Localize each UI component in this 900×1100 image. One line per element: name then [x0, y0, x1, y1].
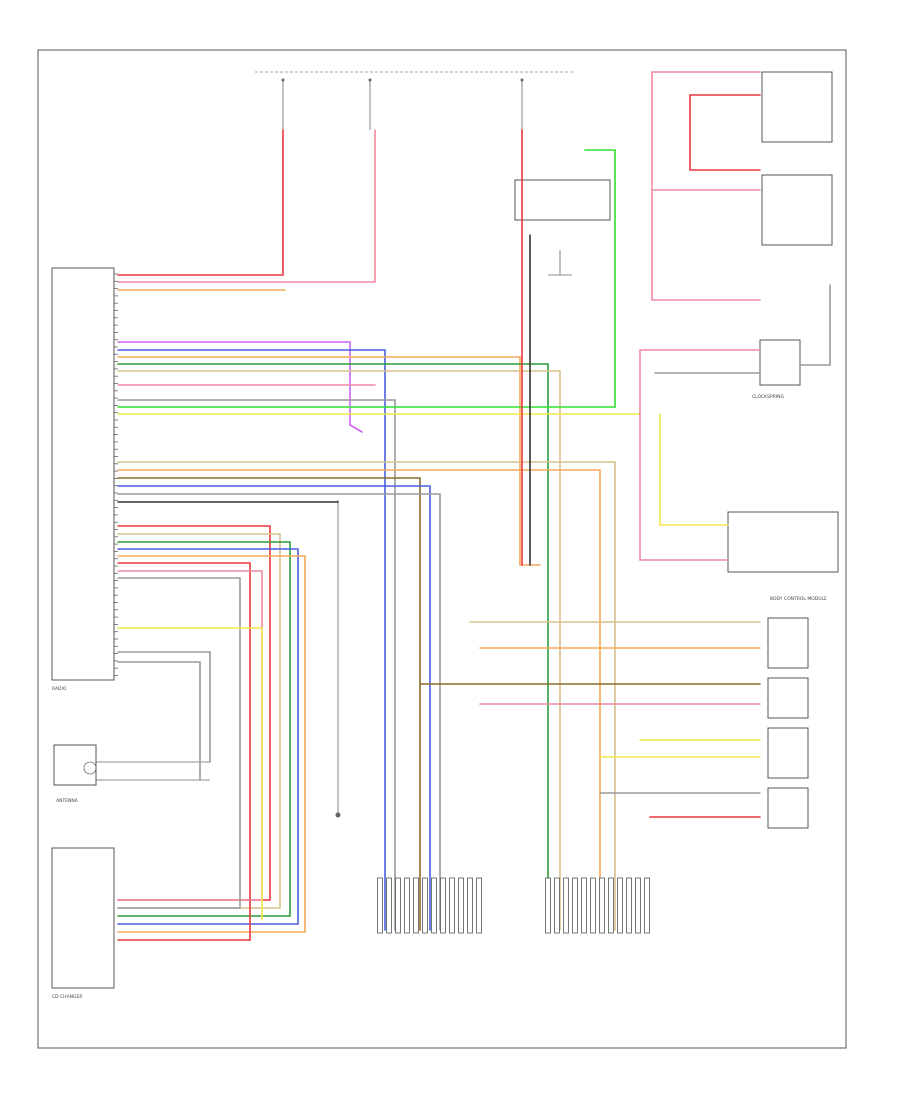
connector-pin: [581, 877, 587, 934]
connector-pin: [644, 877, 650, 934]
wire-battery-feed: [117, 129, 284, 276]
wire-lamp-control: [117, 149, 616, 408]
speaker-connector-right: [545, 877, 650, 934]
speaker-connector-left: [377, 877, 482, 934]
connector-pin: [395, 877, 401, 934]
connector-pin: [431, 877, 437, 934]
connector-pin: [599, 877, 605, 934]
body-control-connectors: BODY CONTROL MODULE: [727, 511, 839, 829]
connector-pin: [404, 877, 410, 934]
wire-sw-4: [689, 94, 761, 171]
wire-mid-1: [117, 461, 616, 931]
wire-mid-4: [117, 485, 431, 931]
connector-pin: [626, 877, 632, 934]
wire-cd-3: [117, 548, 299, 925]
wire-upper-3: [117, 363, 549, 931]
wire-cd-1: [117, 533, 281, 909]
cd-changer-module: [51, 847, 115, 989]
cd-changer-label: CD CHANGER: [52, 994, 82, 1000]
ground-point: [335, 500, 341, 818]
top-power-labels: [255, 71, 575, 130]
radio-module: [51, 267, 115, 681]
wire-steering-1: [117, 341, 363, 433]
connector-pin: [440, 877, 446, 934]
connector-pin: [608, 877, 614, 934]
wire-cd-5: [117, 562, 251, 941]
wire-mid-3: [117, 477, 421, 931]
wire-antenna-1: [117, 651, 211, 763]
body-control-label: BODY CONTROL MODULE: [770, 596, 827, 602]
wire-clock-2: [639, 349, 729, 561]
connector-pin: [590, 877, 596, 934]
connector-pin: [617, 877, 623, 934]
wire-mid-2: [117, 469, 601, 931]
center-relay: [514, 179, 611, 276]
wire-upper-4: [117, 370, 561, 931]
connector-pin: [413, 877, 419, 934]
connector-pin: [458, 877, 464, 934]
steering-switches: CLOCKSPRING: [752, 71, 833, 400]
wire-mid-5: [117, 493, 441, 931]
connector-pin: [422, 877, 428, 934]
wire-cd-2: [117, 541, 291, 917]
connector-pin: [467, 877, 473, 934]
connector-pin: [563, 877, 569, 934]
wire-cd-0: [117, 525, 271, 901]
wire-sw-2: [651, 71, 761, 301]
connector-pin: [554, 877, 560, 934]
wire-upper-6: [117, 399, 396, 931]
clockspring-label: CLOCKSPRING: [752, 394, 785, 400]
wire-speaker-blue-1: [117, 349, 386, 931]
connector-pin: [572, 877, 578, 934]
antenna-connector: ANTENNA: [53, 744, 210, 804]
connector-pin: [377, 877, 383, 934]
wire-clock-6: [799, 284, 831, 366]
wire-antenna-2: [117, 661, 201, 781]
connector-pin: [386, 877, 392, 934]
radio-module-label: RADIO: [52, 686, 67, 692]
connector-pin: [635, 877, 641, 934]
connector-pin: [476, 877, 482, 934]
wire-ignition-feed: [117, 129, 376, 283]
wire-cd-7: [117, 577, 241, 909]
connector-pin: [545, 877, 551, 934]
antenna-label: ANTENNA: [56, 798, 79, 804]
radio-module-pins: [114, 273, 118, 676]
wire-cd-yellow: [117, 627, 263, 921]
diagram-frame: [37, 49, 847, 1049]
wire-cd-4: [117, 555, 306, 933]
connector-pin: [449, 877, 455, 934]
wire-harness: [117, 71, 831, 941]
